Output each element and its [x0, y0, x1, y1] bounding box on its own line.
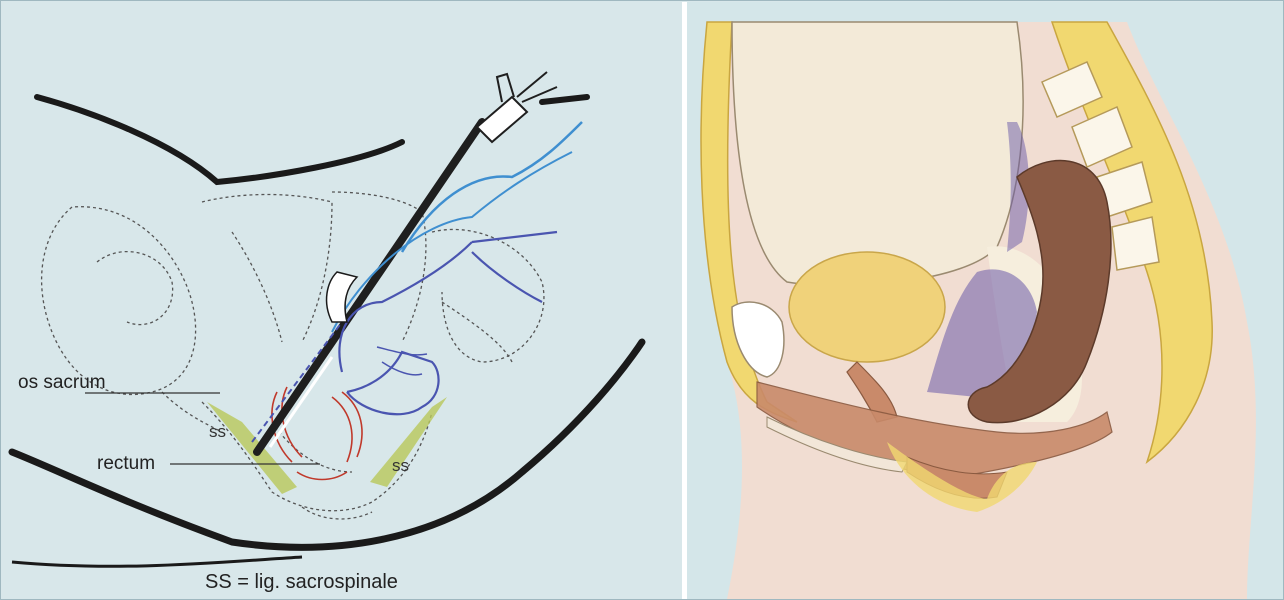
os-sacrum-label: os sacrum — [18, 372, 106, 394]
ss-right-label: ss — [392, 456, 409, 476]
laparoscopic-illustration-panel: os sacrum rectum ss ss SS = lig. sacrosp… — [2, 2, 682, 599]
laparoscopic-illustration — [2, 2, 682, 599]
rectum-label: rectum — [97, 453, 155, 475]
bladder-icon — [789, 252, 945, 362]
pelvis-sagittal-icon — [687, 2, 1283, 599]
ss-left-label: ss — [209, 422, 226, 442]
figure-caption: SS = lig. sacrospinale — [205, 571, 398, 594]
sagittal-pelvis-panel — [687, 2, 1283, 599]
